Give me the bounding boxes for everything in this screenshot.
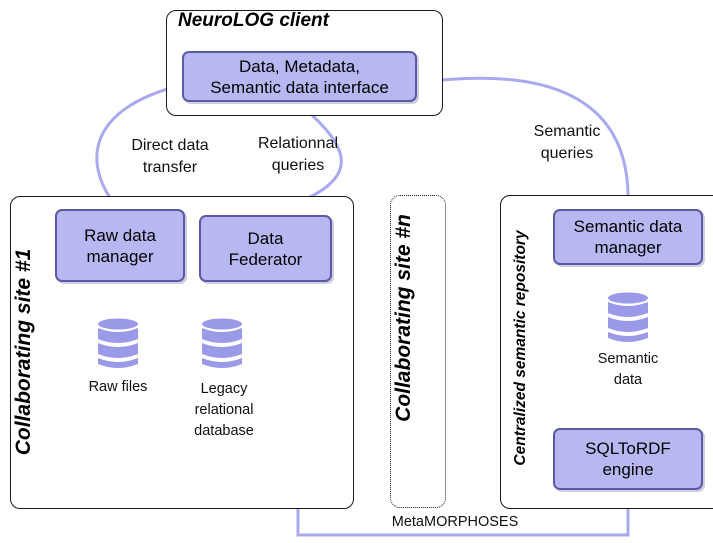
- raw-files-database-icon: [98, 318, 138, 368]
- semantic-queries-label: Semantic queries: [533, 123, 601, 162]
- semantic-database-icon: [608, 292, 648, 342]
- semantic-queries-arrow: [421, 76, 634, 209]
- sqltordf-engine-box[interactable]: SQLToRDF engine: [553, 428, 703, 490]
- direct-transfer-label: Direct data transfer: [131, 137, 209, 176]
- semantic-data-label: Semantic data: [597, 351, 659, 388]
- semantic-data-manager-box[interactable]: Semantic data manager: [553, 209, 703, 265]
- direct-transfer-arrow: [95, 81, 186, 209]
- legacy-database-icon: [202, 318, 242, 368]
- siten-frame: [390, 195, 446, 508]
- siten-title: Collaborating site #n: [392, 214, 415, 422]
- client-title: NeuroLOG client: [178, 10, 329, 31]
- relational-queries-label: Relationnal queries: [257, 135, 339, 174]
- metamorphoses-label: MetaMORPHOSES: [380, 512, 530, 533]
- interface-box[interactable]: Data, Metadata, Semantic data interface: [182, 51, 417, 102]
- site1-title: Collaborating site #1: [12, 248, 35, 456]
- raw-files-label: Raw files: [88, 379, 148, 395]
- repository-title: Centralized semantic repository: [512, 230, 529, 466]
- raw-data-manager-box[interactable]: Raw data manager: [55, 209, 185, 282]
- legacy-database-label: Legacy relational database: [194, 381, 254, 439]
- data-federator-box[interactable]: Data Federator: [199, 215, 332, 282]
